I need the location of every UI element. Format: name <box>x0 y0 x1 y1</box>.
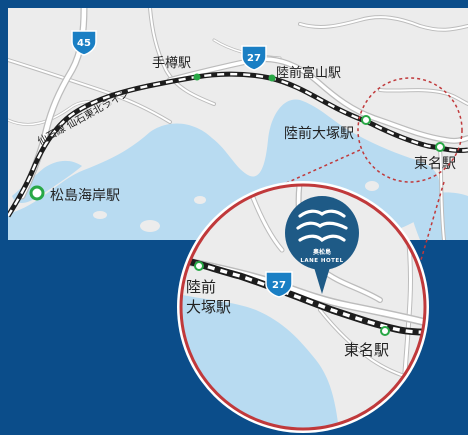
station-marker-icon <box>435 142 445 152</box>
station-marker-icon <box>380 326 390 336</box>
route-27-road <box>167 56 468 144</box>
station-marker-icon <box>268 74 276 82</box>
hotel-marker[interactable]: 奥松島 LANE HOTEL <box>285 196 359 294</box>
inset-station-rikuzen-otsuka[interactable]: 陸前 大塚駅 <box>186 261 231 316</box>
senseki-railway <box>8 71 468 218</box>
station-marker-icon <box>29 185 45 201</box>
station-label: 松島海岸駅 <box>50 188 120 204</box>
hotel-name-en: LANE HOTEL <box>300 258 343 264</box>
station-label: 陸前大塚駅 <box>284 125 354 142</box>
station-label-line1: 陸前 <box>186 278 216 296</box>
station-label: 東名駅 <box>344 341 389 359</box>
inset-station-tona[interactable]: 東名駅 <box>344 326 390 359</box>
route-27-number: 27 <box>247 53 261 64</box>
inset-ring <box>179 183 427 431</box>
station-matsushima-kaigan[interactable]: 松島海岸駅 <box>29 185 120 204</box>
station-tegoru[interactable]: 手樽駅 <box>152 55 201 81</box>
station-rikuzen-tomiyama[interactable]: 陸前富山駅 <box>268 65 342 82</box>
station-label: 手樽駅 <box>152 55 191 71</box>
station-label-line2: 大塚駅 <box>186 298 231 316</box>
inset-route-27-shield: 27 <box>265 271 293 298</box>
inset-map: 27 陸前 大塚駅 東名駅 奥松島 LANE HOTEL <box>177 181 429 433</box>
route-27-shield: 27 <box>241 45 267 71</box>
inset-route-27-number: 27 <box>272 280 286 291</box>
hotel-name-jp: 奥松島 <box>313 248 331 256</box>
station-label: 陸前富山駅 <box>276 65 341 81</box>
route-45-number: 45 <box>77 38 91 49</box>
hotel-pin-pointer <box>313 264 331 294</box>
station-marker-icon <box>193 73 201 81</box>
hotel-logo-wave-icon <box>296 209 348 243</box>
station-marker-icon <box>194 261 204 271</box>
station-rikuzen-otsuka[interactable]: 陸前大塚駅 <box>284 115 371 142</box>
station-marker-icon <box>361 115 371 125</box>
route-45-shield: 45 <box>71 30 97 56</box>
local-roads <box>8 8 468 240</box>
zoom-focus-outline <box>357 77 463 183</box>
